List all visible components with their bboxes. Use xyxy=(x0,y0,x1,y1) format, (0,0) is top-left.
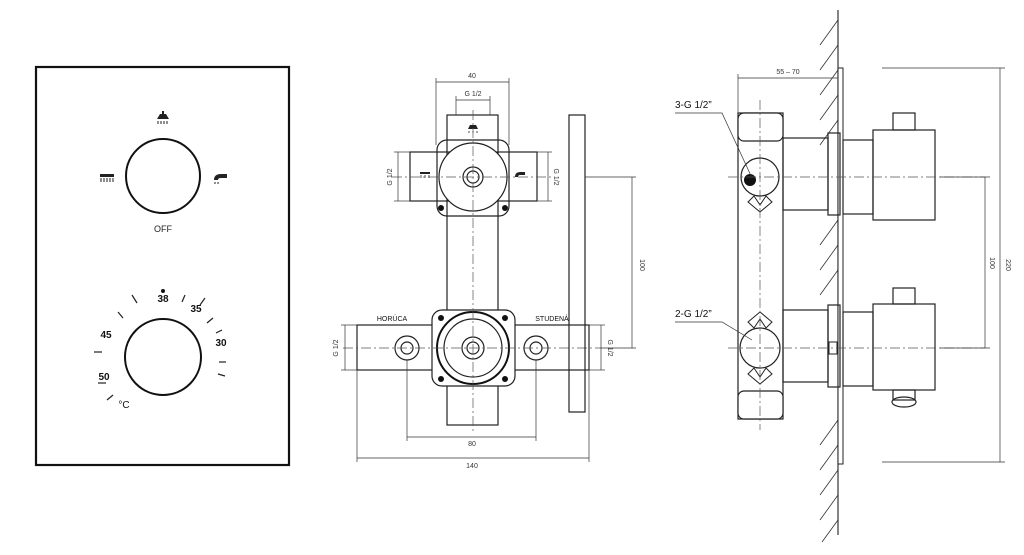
dim-inner-vertical-100: 100 xyxy=(988,257,995,269)
upper-connection-label: 3-G 1/2” xyxy=(675,100,712,111)
scale-number-45: 45 xyxy=(100,330,112,341)
side-view: 55 – 70 100 220 3-G 1/2” 2-G 1/2” xyxy=(675,10,1011,543)
front-view: OFF 38 35 30 45 50 °C xyxy=(34,65,291,467)
dim-bottom-80: 80 xyxy=(468,441,476,448)
dim-vertical-100: 100 xyxy=(638,259,645,271)
hand-shower-icon xyxy=(100,174,114,182)
shower-head-icon xyxy=(468,125,478,133)
dim-top-55-70: 55 – 70 xyxy=(776,69,799,76)
dim-left-upper: G 1/2 xyxy=(387,168,394,185)
dim-left-lower: G 1/2 xyxy=(333,339,340,356)
scale-number-35: 35 xyxy=(190,304,202,315)
upper-knob xyxy=(872,129,936,221)
shower-head-icon xyxy=(515,172,525,177)
box-side-plate xyxy=(568,114,586,413)
off-label: OFF xyxy=(154,224,172,234)
shower-head-icon xyxy=(157,111,169,124)
wall-hatch xyxy=(819,10,839,543)
scale-number-30: 30 xyxy=(215,338,227,349)
cold-label: STUDENÁ xyxy=(535,314,569,323)
hot-label: HORÚCA xyxy=(377,314,408,323)
cover-plate xyxy=(34,65,291,467)
scale-number-50: 50 xyxy=(98,372,110,383)
lower-knob xyxy=(872,303,936,391)
temperature-scale-ticks xyxy=(94,294,226,401)
diverter-knob xyxy=(125,138,201,214)
dim-right-upper: G 1/2 xyxy=(552,168,559,185)
box-vertical-body xyxy=(446,114,499,426)
unit-label: °C xyxy=(118,400,129,411)
dim-bottom-140: 140 xyxy=(466,463,478,470)
dim-top-outer: 40 xyxy=(468,73,476,80)
mounting-box-view: HORÚCA STUDENÁ 40 G 1/2 G 1/2 G 1/2 G 1/… xyxy=(333,73,645,470)
hand-shower-icon xyxy=(420,172,430,178)
scale-dot xyxy=(161,289,165,293)
dim-outer-vertical-220: 220 xyxy=(1004,259,1011,271)
shower-head-icon xyxy=(214,174,227,184)
dim-top-inner: G 1/2 xyxy=(464,91,481,98)
scale-number-38: 38 xyxy=(157,294,169,305)
thermostat-knob xyxy=(124,318,202,396)
lower-connection-label: 2-G 1/2” xyxy=(675,309,712,320)
